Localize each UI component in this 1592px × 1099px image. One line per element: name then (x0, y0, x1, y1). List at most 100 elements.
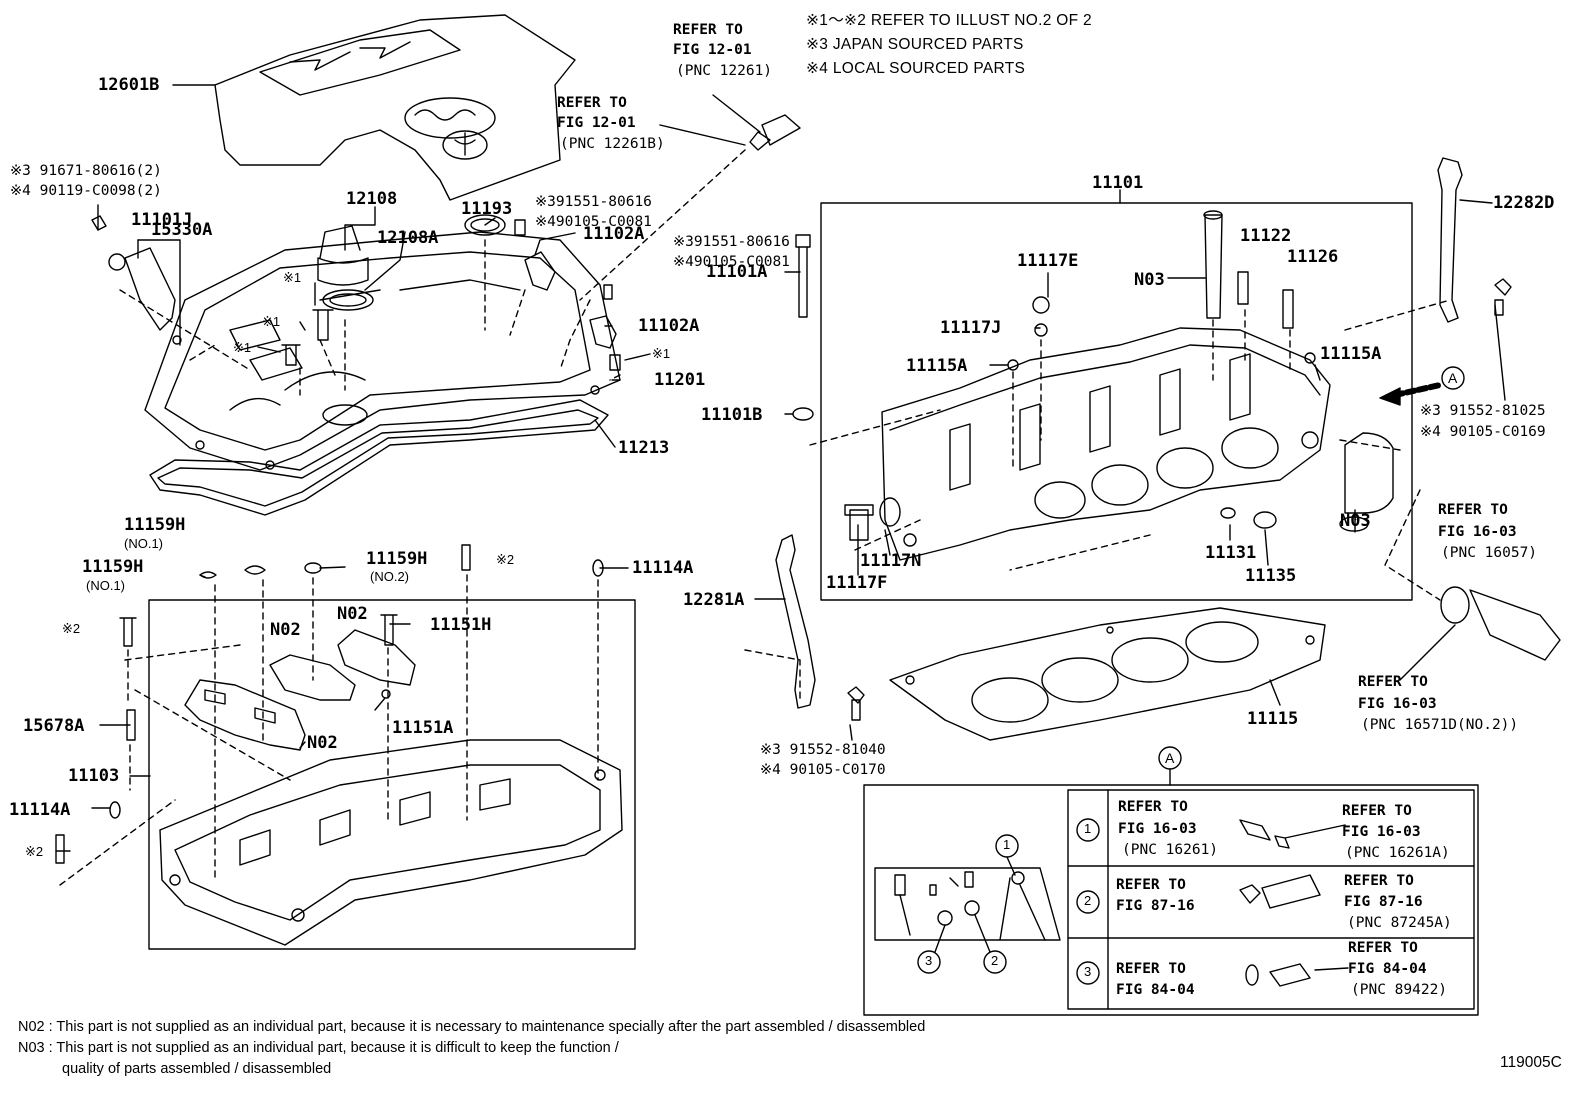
camshaft-cap-drawing (184, 679, 306, 751)
label-11101A: 11101A (706, 262, 768, 282)
label-11101: 11101 (1092, 173, 1144, 193)
label-11135: 11135 (1245, 566, 1297, 586)
label-11122: 11122 (1240, 226, 1292, 246)
label-11201: 11201 (654, 370, 706, 390)
footnote-n03-line2: quality of parts assembled / disassemble… (62, 1061, 332, 1077)
label-11102A-2: 11102A (638, 316, 700, 336)
detail-row2-left-1: REFER TO (1116, 877, 1186, 893)
footnote-n03-line1: N03 : This part is not supplied as an in… (18, 1040, 619, 1056)
label-mark2-b: ※2 (62, 621, 81, 636)
legend-line-2: ※3 JAPAN SOURCED PARTS (806, 36, 1024, 53)
label-90105-C0081-a: ※490105-C0081 (535, 214, 652, 230)
seal-11193-drawing (464, 214, 506, 236)
label-11159H-2: 11159H (82, 557, 144, 577)
head-gasket-drawing (889, 607, 1326, 741)
detail-callout-1: 1 (1003, 837, 1011, 852)
detail-a-table (1067, 789, 1475, 1010)
label-N02-2: N02 (270, 620, 301, 640)
ref-16057-line1: REFER TO (1438, 502, 1508, 518)
detail-row3-left-2: FIG 84-04 (1116, 982, 1195, 998)
label-mark2-c: ※2 (25, 844, 44, 859)
label-12108: 12108 (346, 189, 398, 209)
detail-row1-right-3: (PNC 16261A) (1345, 845, 1450, 861)
label-91551-80616-a: ※391551-80616 (535, 194, 652, 210)
label-N03-2: N03 (1340, 511, 1371, 531)
bracket-12282D-drawing (1437, 157, 1463, 323)
ref-12261-line3: (PNC 12261) (676, 63, 773, 79)
label-11103: 11103 (68, 766, 120, 786)
label-11115A-1: 11115A (906, 356, 968, 376)
label-11131: 11131 (1205, 543, 1257, 563)
label-11114A-2: 11114A (9, 800, 71, 820)
label-11213: 11213 (618, 438, 670, 458)
label-11126: 11126 (1287, 247, 1339, 267)
label-11193: 11193 (461, 199, 513, 219)
label-N02-3: N02 (307, 733, 338, 753)
label-15330A: 15330A (151, 220, 213, 240)
ref-12261-line2: FIG 12-01 (673, 42, 752, 58)
label-90105-C0170: ※4 90105-C0170 (760, 762, 886, 778)
bracket-12281A-drawing (775, 534, 816, 709)
engine-cover-drawing (214, 14, 576, 201)
label-11159H-1-note: (NO.1) (124, 536, 163, 551)
label-mark1-a: ※1 (283, 270, 302, 285)
label-11159H-3-note: (NO.2) (370, 569, 409, 584)
label-marker-a: A (1448, 370, 1458, 386)
label-N02-1: N02 (337, 604, 368, 624)
detail-row1-num: 1 (1084, 821, 1092, 836)
ref-16571-line2: FIG 16-03 (1358, 696, 1437, 712)
label-12108A: 12108A (377, 228, 439, 248)
detail-row2-right-2: FIG 87-16 (1344, 894, 1423, 910)
ref-12261B-line2: FIG 12-01 (557, 115, 636, 131)
label-mark2-a: ※2 (496, 552, 515, 567)
label-11151A: 11151A (392, 718, 454, 738)
label-11117E: 11117E (1017, 251, 1079, 271)
detail-row2-right-1: REFER TO (1344, 873, 1414, 889)
label-11117F: 11117F (826, 573, 888, 593)
label-mark1-d: ※1 (652, 346, 671, 361)
cylinder-head-drawing (881, 327, 1331, 561)
detail-a-title: A (1165, 750, 1175, 766)
label-11159H-2-note: (NO.1) (86, 578, 125, 593)
label-11101B: 11101B (701, 405, 763, 425)
detail-row3-right-3: (PNC 89422) (1351, 982, 1448, 998)
detail-row2-num: 2 (1084, 893, 1092, 908)
camshaft-housing-drawing (159, 739, 623, 946)
label-mark1-c: ※1 (233, 340, 252, 355)
hose-12261-drawing (749, 114, 801, 151)
oil-cap-drawing (317, 225, 374, 311)
label-12282D: 12282D (1493, 193, 1555, 213)
label-91552-81025: ※3 91552-81025 (1420, 403, 1546, 419)
label-90105-C0081-b: ※490105-C0081 (673, 254, 790, 270)
ref-16057-line2: FIG 16-03 (1438, 524, 1517, 540)
label-90119-C0098: ※4 90119-C0098(2) (10, 183, 162, 199)
illustration-id: 119005C (1500, 1054, 1562, 1071)
label-11159H-1: 11159H (124, 515, 186, 535)
label-90105-C0169: ※4 90105-C0169 (1420, 424, 1546, 440)
label-12281A: 12281A (683, 590, 745, 610)
detail-row1-left-3: (PNC 16261) (1122, 842, 1219, 858)
tube-n03-drawing (1204, 214, 1223, 319)
detail-row3-right-1: REFER TO (1348, 940, 1418, 956)
label-91551-80616-b: ※391551-80616 (673, 234, 790, 250)
detail-row3-num: 3 (1084, 964, 1092, 979)
ref-16571-line3: (PNC 16571D(NO.2)) (1361, 717, 1519, 733)
legend-line-1: ※1～※2 REFER TO ILLUST NO.2 OF 2 (806, 12, 1092, 29)
tube-n03b-drawing (1344, 432, 1394, 514)
label-11102A-1: 11102A (583, 224, 645, 244)
detail-row1-left-1: REFER TO (1118, 799, 1188, 815)
detail-row2-right-3: (PNC 87245A) (1347, 915, 1452, 931)
ref-16571-line1: REFER TO (1358, 674, 1428, 690)
head-cover-drawing (144, 231, 621, 471)
label-11114A-1: 11114A (632, 558, 694, 578)
camshaft-housing-frame (148, 599, 636, 950)
ref-16057-line3: (PNC 16057) (1441, 545, 1538, 561)
label-12601B: 12601B (98, 75, 160, 95)
detail-row2-left-2: FIG 87-16 (1116, 898, 1195, 914)
label-11151H: 11151H (430, 615, 492, 635)
legend-line-3: ※4 LOCAL SOURCED PARTS (806, 60, 1026, 77)
detail-row3-right-2: FIG 84-04 (1348, 961, 1427, 977)
detail-callout-2: 2 (991, 953, 999, 968)
label-91671-80616: ※3 91671-80616(2) (10, 163, 162, 179)
